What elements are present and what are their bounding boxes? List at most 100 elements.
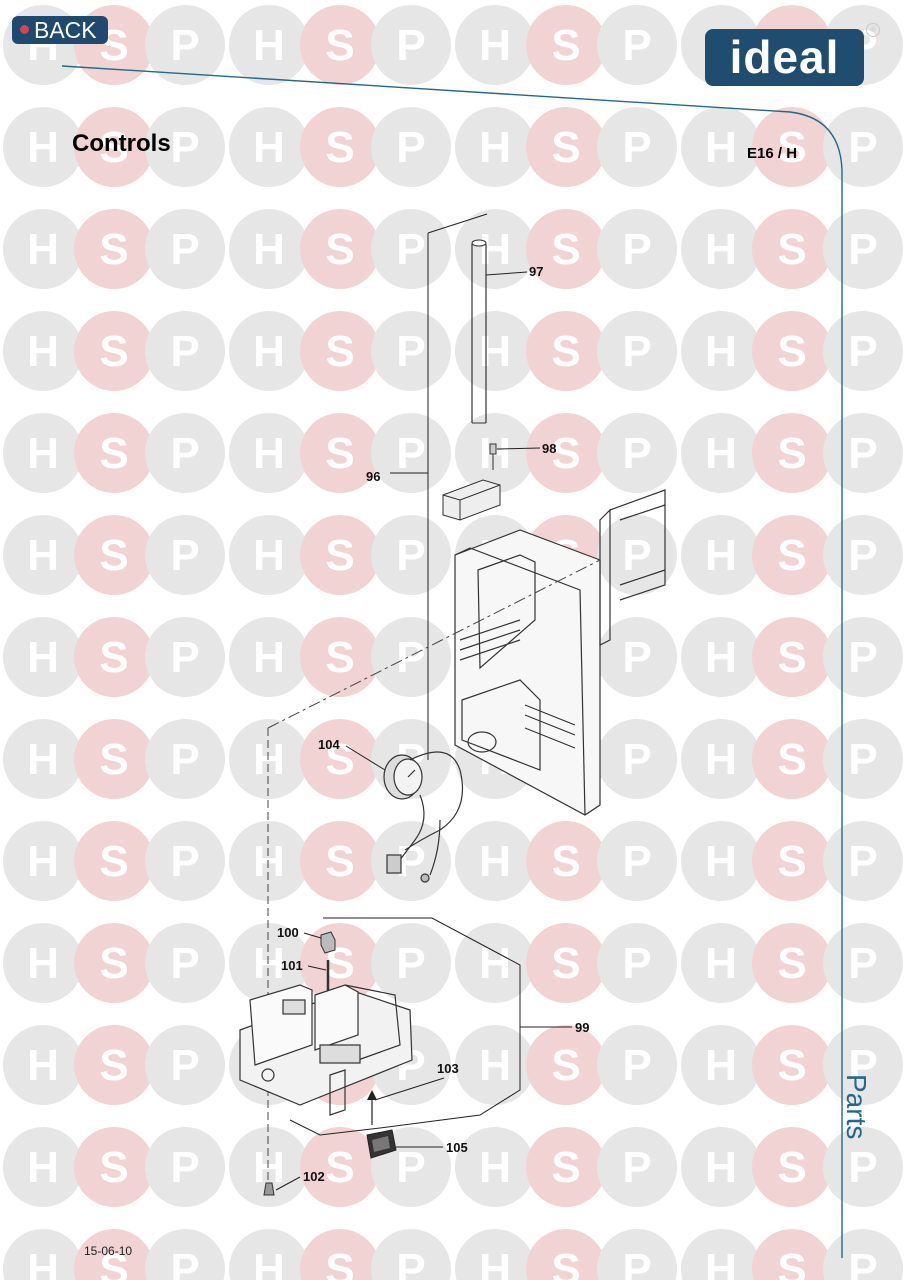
watermark-letter: P <box>396 531 425 580</box>
watermark-letter: S <box>551 327 580 376</box>
watermark-letter: H <box>479 1245 511 1280</box>
watermark-circle <box>823 209 903 289</box>
watermark-circle <box>526 923 606 1003</box>
logo-text: ideal <box>729 31 840 83</box>
watermark-letter: P <box>848 837 877 886</box>
watermark-circle <box>597 617 677 697</box>
back-button[interactable]: BACK <box>12 16 108 44</box>
page-title: Controls <box>72 130 171 157</box>
watermark-circle <box>300 413 380 493</box>
watermark-letter: P <box>170 837 199 886</box>
watermark-circle <box>229 923 309 1003</box>
watermark-letter: S <box>777 837 806 886</box>
watermark-circle <box>145 515 225 595</box>
watermark-circle <box>752 413 832 493</box>
watermark-letter: P <box>622 21 651 70</box>
watermark-circle <box>823 1025 903 1105</box>
watermark-letter: S <box>777 735 806 784</box>
registered-mark: ® <box>866 23 880 37</box>
watermark-circle <box>681 1229 761 1280</box>
watermark-letter: P <box>396 429 425 478</box>
watermark-circle <box>455 923 535 1003</box>
model-code: E16 / H <box>747 145 798 162</box>
watermark-letter: H <box>705 1143 737 1192</box>
watermark-letter: P <box>396 1143 425 1192</box>
watermark-circle <box>597 1025 677 1105</box>
watermark-letter: S <box>325 837 354 886</box>
watermark-letter: H <box>479 1143 511 1192</box>
watermark-letter: P <box>396 939 425 988</box>
watermark-circle <box>3 107 83 187</box>
watermark-circle <box>526 107 606 187</box>
watermark-circle <box>526 5 606 85</box>
watermark-letter: P <box>622 837 651 886</box>
watermark-circle <box>597 5 677 85</box>
watermark-letter: S <box>99 735 128 784</box>
watermark-letter: H <box>27 1245 59 1280</box>
watermark-circle <box>3 413 83 493</box>
watermark-circle <box>229 719 309 799</box>
watermark-letter: S <box>777 1245 806 1280</box>
watermark-letter: P <box>848 123 877 172</box>
watermark-circle <box>597 413 677 493</box>
watermark-circle <box>371 1229 451 1280</box>
watermark-circle <box>74 1127 154 1207</box>
watermark-circle <box>752 1127 832 1207</box>
watermark-circle <box>300 209 380 289</box>
callout-97: 97 <box>529 264 543 279</box>
watermark-circle <box>74 923 154 1003</box>
callout-104: 104 <box>318 737 340 752</box>
watermark-letter: S <box>325 123 354 172</box>
watermark-circle <box>752 719 832 799</box>
watermark-circle <box>74 515 154 595</box>
watermark-letter: P <box>622 1143 651 1192</box>
watermark-circle <box>526 1229 606 1280</box>
watermark-circle <box>300 1229 380 1280</box>
watermark-letter: P <box>396 327 425 376</box>
watermark-circle <box>229 1229 309 1280</box>
watermark-circle <box>597 515 677 595</box>
watermark-circle <box>597 209 677 289</box>
watermark-circle <box>681 617 761 697</box>
watermark-circle <box>3 1127 83 1207</box>
part-99-control-box <box>239 984 413 1116</box>
watermark-letter: S <box>777 225 806 274</box>
watermark-circle <box>823 821 903 901</box>
watermark-letter: S <box>551 429 580 478</box>
watermark-circle <box>229 821 309 901</box>
watermark-circle <box>823 1229 903 1280</box>
back-button-label: BACK <box>34 17 97 43</box>
footer-date: 15-06-10 <box>84 1244 133 1258</box>
watermark-circle <box>681 923 761 1003</box>
watermark-letter: P <box>170 531 199 580</box>
watermark-letter: H <box>253 633 285 682</box>
watermark-circle <box>3 821 83 901</box>
part-102-foot <box>263 1182 275 1196</box>
watermark-circle <box>455 821 535 901</box>
watermark-circle <box>752 515 832 595</box>
watermark-letter: P <box>170 123 199 172</box>
watermark-letter: H <box>479 939 511 988</box>
watermark-letter: H <box>705 939 737 988</box>
watermark-letter: H <box>479 225 511 274</box>
watermark-circle <box>823 515 903 595</box>
watermark-circle <box>455 1025 535 1105</box>
callout-99: 99 <box>575 1020 589 1035</box>
parts-side-label: Parts <box>841 1074 872 1140</box>
watermark-circle <box>455 1127 535 1207</box>
watermark-letter: H <box>479 837 511 886</box>
watermark-circle <box>455 311 535 391</box>
watermark-circle <box>752 923 832 1003</box>
watermark-letter: S <box>551 939 580 988</box>
watermark-letter: H <box>479 123 511 172</box>
watermark-circle <box>145 5 225 85</box>
watermark-letter: H <box>253 225 285 274</box>
watermark-circle <box>371 821 451 901</box>
watermark-letter: H <box>27 837 59 886</box>
watermark-circle <box>371 923 451 1003</box>
watermark-letter: H <box>253 735 285 784</box>
watermark-letter: S <box>325 21 354 70</box>
watermark-circle <box>371 209 451 289</box>
watermark-circle <box>145 311 225 391</box>
